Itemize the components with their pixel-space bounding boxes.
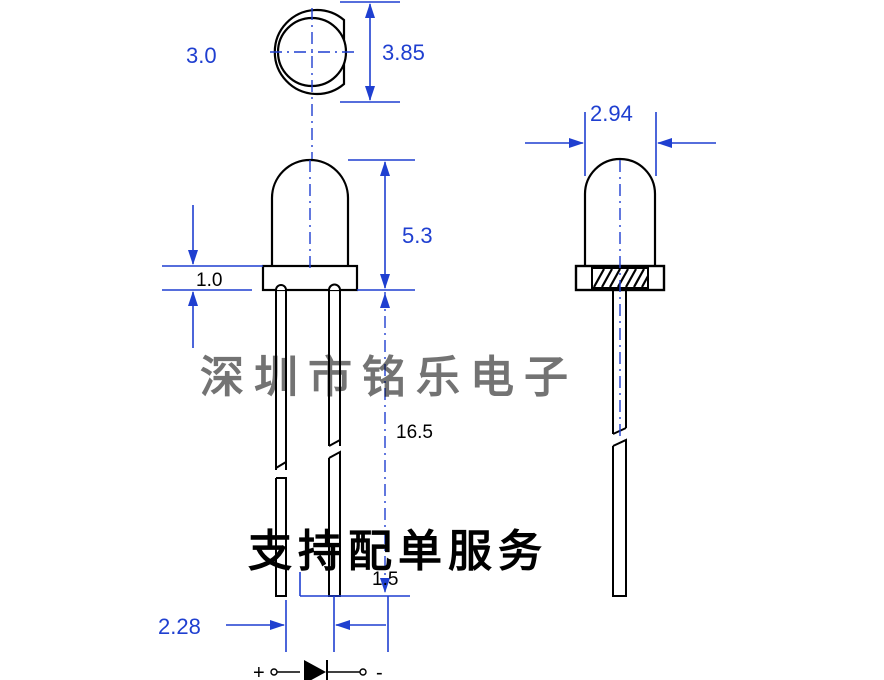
- polarity-anode: +: [253, 662, 265, 680]
- front-lead-right: [328, 283, 341, 446]
- diode-icon: [270, 660, 367, 680]
- watermark-company: 深圳市铭乐电子: [200, 352, 578, 403]
- top-view: [270, 1, 400, 160]
- watermark-service: 支持配单服务: [248, 526, 548, 577]
- dim-lead-spacing: 1.5: [372, 569, 398, 590]
- dim-lead-length-lines: [380, 292, 390, 594]
- front-lead-left: [275, 284, 287, 470]
- dim-lens-diameter: 3.0: [186, 43, 217, 68]
- dim-lead-spacing-lines: [285, 572, 410, 652]
- dim-left-offset: 2.28: [158, 614, 201, 639]
- dim-flange-thickness: 1.0: [196, 270, 222, 291]
- dim-flange-height-top: 3.85: [382, 40, 425, 65]
- dim-flange-thickness-lines: [162, 205, 263, 348]
- polarity-cathode: -: [376, 662, 383, 680]
- dim-dome-height-lines: [348, 159, 415, 291]
- side-view: [525, 112, 716, 597]
- dim-lead-length: 16.5: [396, 422, 433, 443]
- dim-dome-height: 5.3: [402, 223, 433, 248]
- dim-left-offset-lines: [226, 620, 386, 630]
- side-lead: [612, 290, 627, 597]
- dim-flange-width-side: 2.94: [590, 101, 633, 126]
